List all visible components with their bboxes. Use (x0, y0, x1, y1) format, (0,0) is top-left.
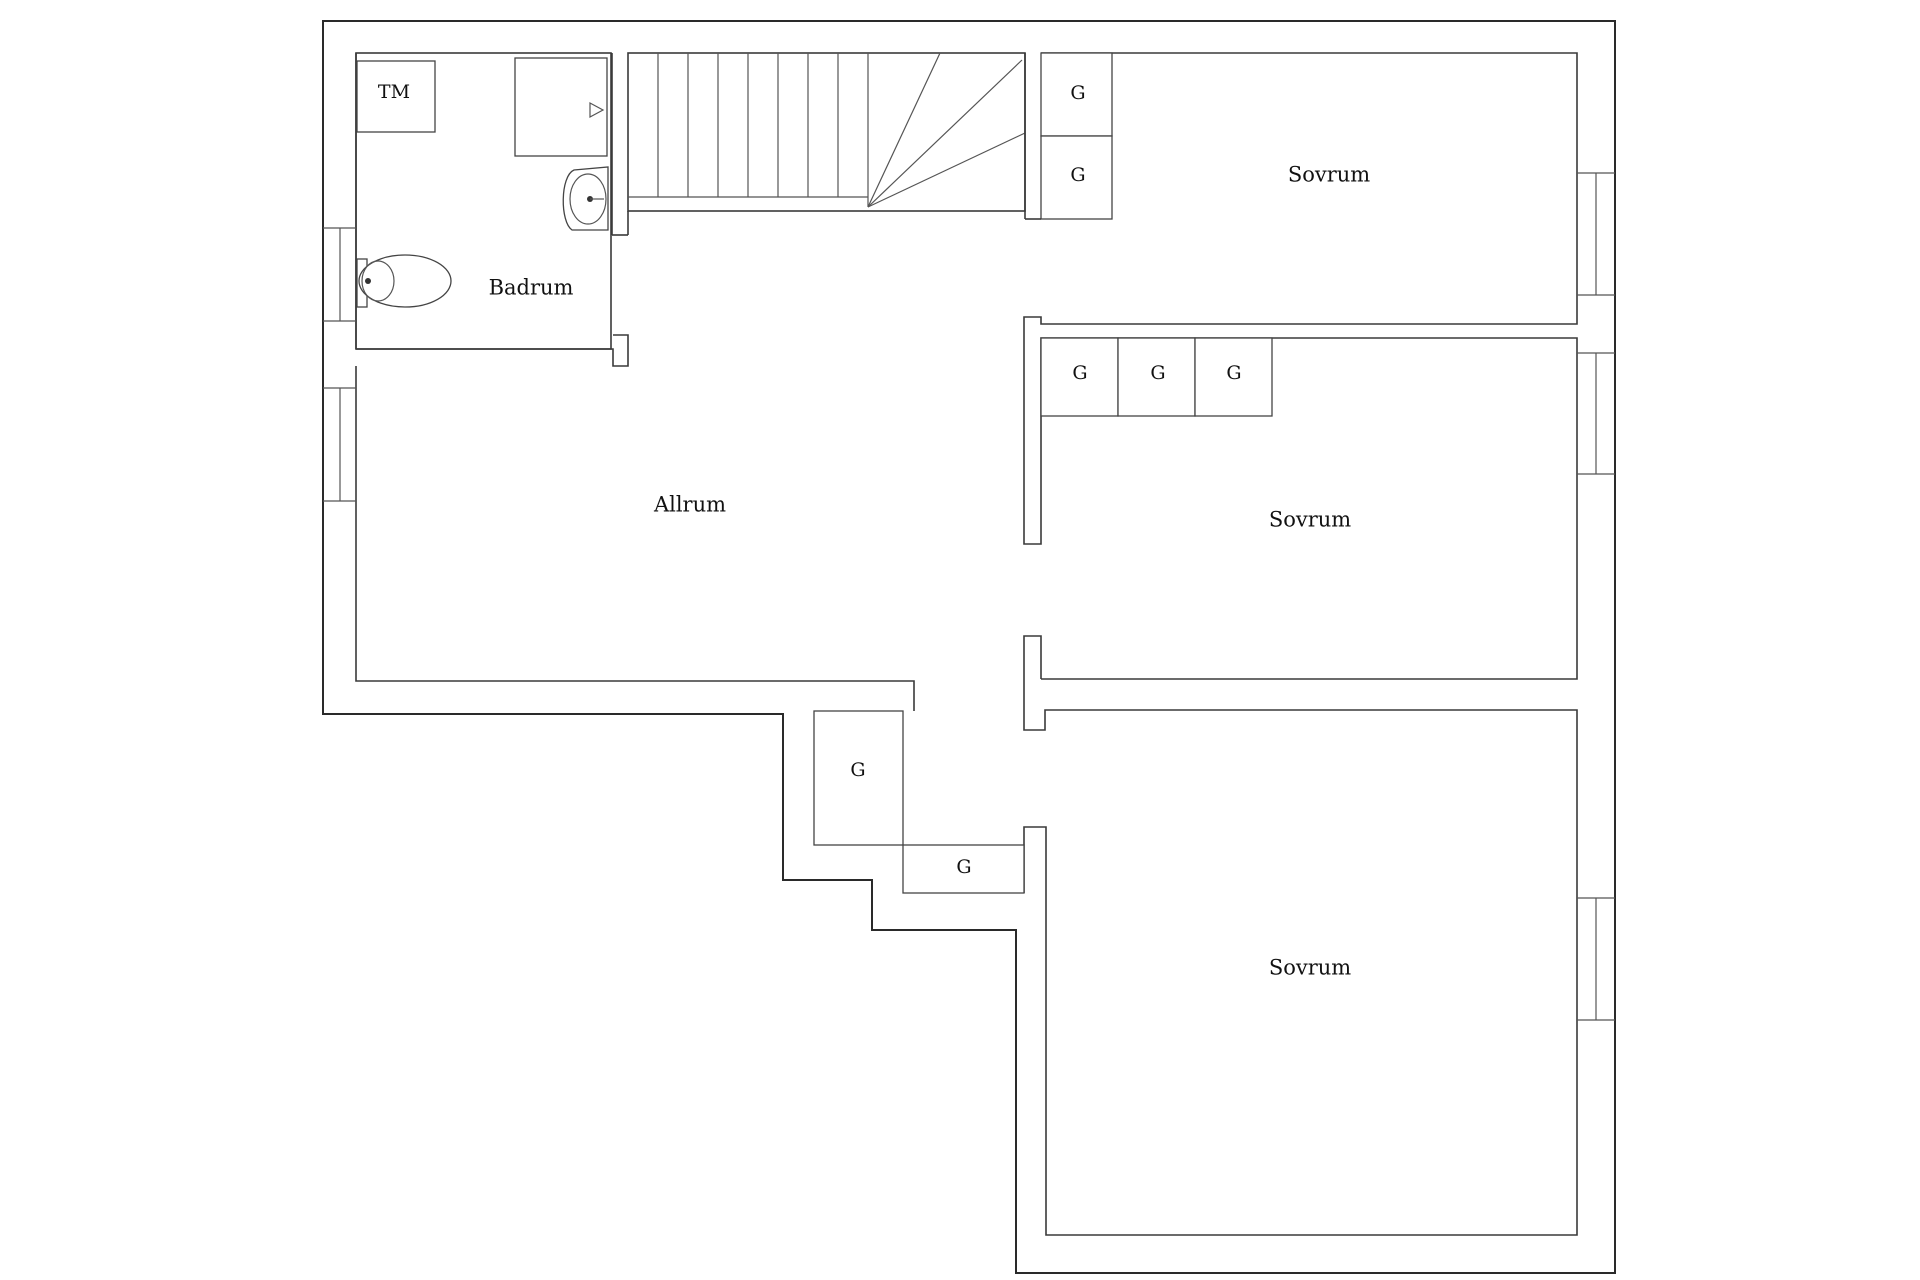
bathroom-room (355, 52, 612, 350)
toilet-icon (356, 254, 452, 308)
closet-mid-3 (1194, 337, 1273, 417)
closet-hall-1 (813, 710, 904, 846)
window-east-3 (1577, 897, 1615, 1021)
closet-top-1 (1040, 52, 1113, 137)
closet-mid-2 (1117, 337, 1196, 417)
room-label-sovrum-top: Sovrum (1288, 163, 1370, 187)
room-label-sovrum-bottom: Sovrum (1269, 956, 1351, 980)
closet-label-2: G (1070, 164, 1085, 186)
bedroom-top-walls (1023, 52, 1578, 680)
room-label-badrum: Badrum (489, 276, 574, 300)
sink-icon (562, 166, 609, 231)
staircase (611, 52, 1026, 236)
closet-label-3: G (1072, 362, 1087, 384)
window-west-2 (323, 387, 356, 502)
tm-label: TM (378, 81, 410, 103)
closet-label-7: G (956, 856, 971, 878)
bedroom-middle-door-wall (1023, 635, 1578, 1236)
closet-hall-2 (902, 844, 1025, 894)
outer-wall (322, 20, 1616, 1274)
closet-label-1: G (1070, 82, 1085, 104)
shower-triangle-icon (589, 101, 605, 119)
window-east-2 (1577, 352, 1615, 475)
closet-label-6: G (850, 759, 865, 781)
tm-box (356, 60, 436, 133)
closet-top-2 (1040, 135, 1113, 220)
inner-wall-badrum-south (356, 334, 629, 367)
closet-label-5: G (1226, 362, 1241, 384)
shower (514, 57, 608, 157)
room-label-sovrum-middle: Sovrum (1269, 508, 1351, 532)
window-east-1 (1577, 172, 1615, 296)
window-west-1 (323, 227, 356, 322)
closet-label-4: G (1150, 362, 1165, 384)
inner-wall-west (355, 366, 915, 711)
closet-mid-1 (1040, 337, 1119, 417)
room-label-allrum: Allrum (653, 493, 726, 517)
